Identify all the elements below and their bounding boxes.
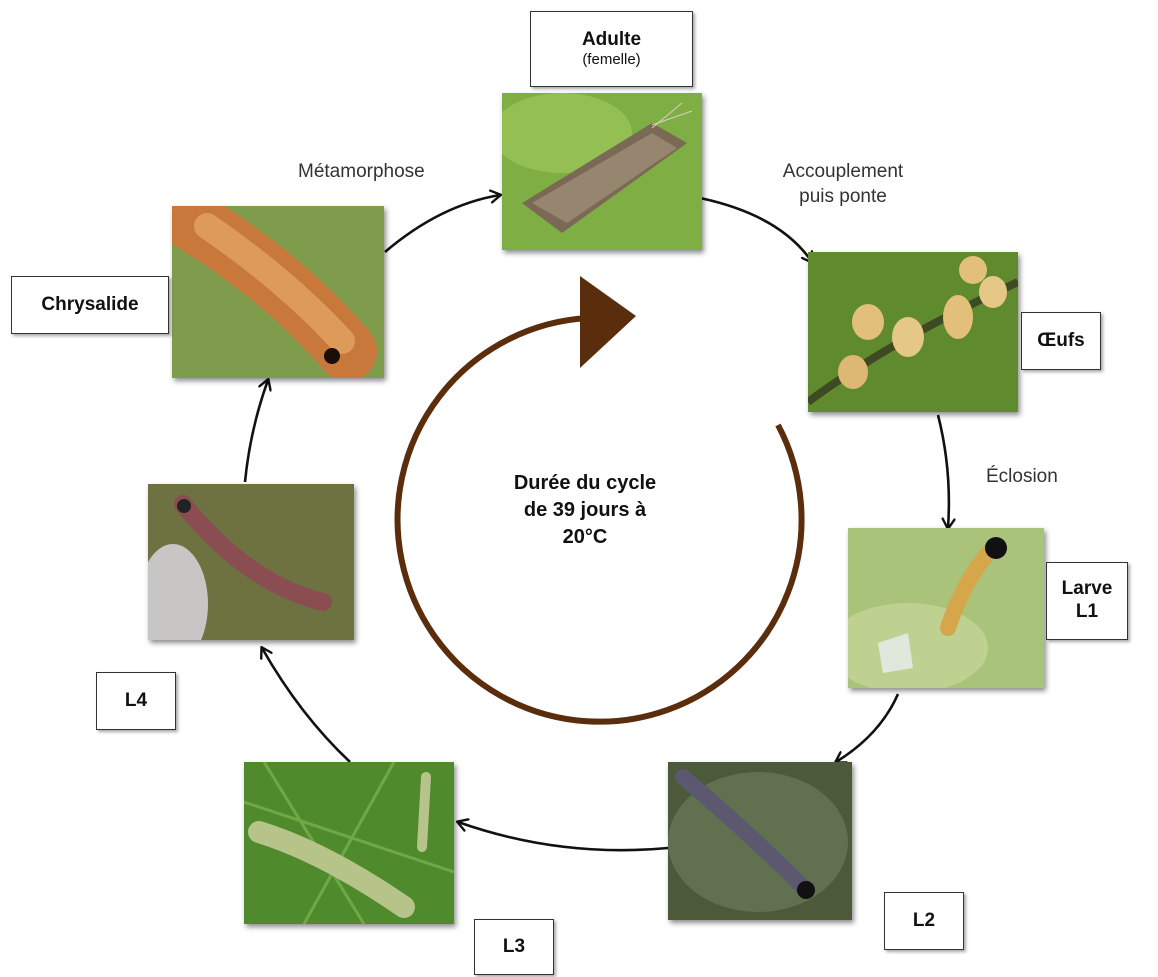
oeufs-title: Œufs: [1037, 330, 1085, 353]
adulte-title: Adulte: [582, 29, 641, 52]
cycle-duration-line1: Durée du cycle: [455, 470, 715, 497]
accouplement-label: Accouplement puis ponte: [758, 160, 928, 209]
chrysalide-title: Chrysalide: [41, 294, 138, 317]
adulte-label-box: Adulte (femelle): [530, 11, 693, 87]
l3-photo: [244, 762, 454, 924]
accouplement-line1: Accouplement: [758, 160, 928, 185]
chrysalide-label-box: Chrysalide: [11, 276, 169, 334]
eclosion-label: Éclosion: [986, 465, 1058, 490]
l4-title: L4: [125, 690, 147, 713]
chrysalide-photo: [172, 206, 384, 378]
center-cycle-arrowhead: [580, 276, 636, 368]
arrow-l2-to-l3: [458, 822, 668, 850]
cycle-duration-line2: de 39 jours à: [455, 497, 715, 524]
oeufs-photo: [808, 252, 1018, 412]
oeufs-label-box: Œufs: [1021, 312, 1101, 370]
arrow-l4-to-chrysalide: [245, 380, 268, 482]
metamorphose-label: Métamorphose: [298, 160, 425, 185]
arrow-l1-to-l2: [836, 694, 898, 762]
cycle-duration-text: Durée du cycle de 39 jours à 20°C: [455, 470, 715, 551]
accouplement-line2: puis ponte: [758, 185, 928, 210]
arrow-oeufs-to-l1: [938, 415, 949, 528]
larve-l1-title-line1: Larve: [1062, 578, 1113, 601]
l4-label-box: L4: [96, 672, 176, 730]
larve-l1-title-line2: L1: [1076, 601, 1098, 624]
l2-title: L2: [913, 910, 935, 933]
arrow-l3-to-l4: [262, 648, 350, 762]
larve-l1-label-box: Larve L1: [1046, 562, 1128, 640]
cycle-duration-line3: 20°C: [455, 524, 715, 551]
arrow-chrysalide-to-adulte: [385, 195, 500, 252]
l3-label-box: L3: [474, 919, 554, 975]
l4-photo: [148, 484, 354, 640]
l2-label-box: L2: [884, 892, 964, 950]
l2-photo: [668, 762, 852, 920]
adulte-subtitle: (femelle): [582, 51, 640, 69]
l3-title: L3: [503, 936, 525, 959]
adulte-photo: [502, 93, 702, 250]
larve-l1-photo: [848, 528, 1044, 688]
